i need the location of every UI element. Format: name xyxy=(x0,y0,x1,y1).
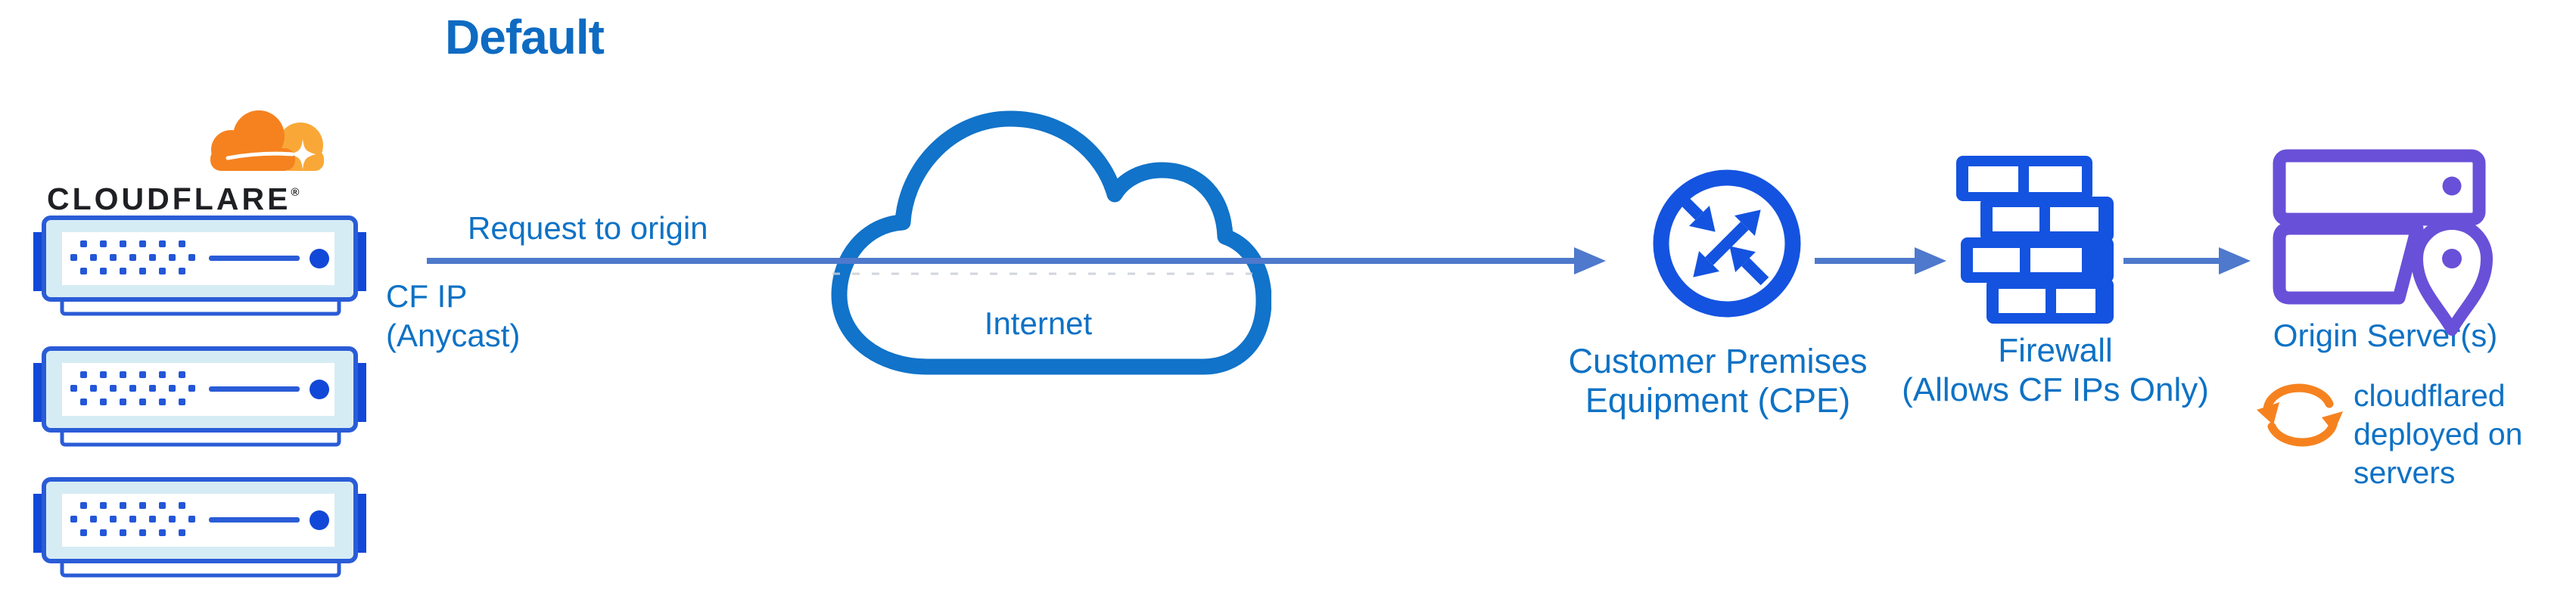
server-rack-icon xyxy=(33,477,366,579)
cloudflare-wordmark: CLOUDFLARE® xyxy=(47,181,365,217)
firewall-label-line2: (Allows CF IPs Only) xyxy=(1902,371,2209,408)
origin-servers-icon xyxy=(2270,145,2497,340)
server-rack-icon xyxy=(33,216,366,318)
cloudflare-wordmark-text: CLOUDFLARE xyxy=(47,181,291,216)
cloudflared-note-line2: deployed on xyxy=(2354,416,2523,451)
location-pin-icon xyxy=(2411,218,2493,336)
arrow-firewall-to-origin xyxy=(2123,247,2251,274)
cpe-router-icon xyxy=(1650,166,1804,321)
cf-ip-anycast-label: CF IP (Anycast) xyxy=(386,277,520,355)
internet-cloud-icon xyxy=(821,110,1271,382)
internet-label: Internet xyxy=(984,305,1093,341)
arrow-request-to-cpe xyxy=(427,247,1606,274)
arrow-cpe-to-firewall xyxy=(1815,247,1946,274)
cloudflared-note: cloudflared deployed on servers xyxy=(2354,377,2522,492)
firewall-label-line1: Firewall xyxy=(1998,332,2113,369)
firewall-label: Firewall (Allows CF IPs Only) xyxy=(1866,331,2245,410)
firewall-icon xyxy=(1956,156,2114,330)
page-title: Default xyxy=(445,10,605,64)
server-rack-icon xyxy=(33,346,366,448)
cloudflared-note-line1: cloudflared xyxy=(2354,378,2506,413)
cpe-label-line1: Customer Premises xyxy=(1568,342,1868,380)
cpe-label-line2: Equipment (CPE) xyxy=(1585,381,1851,420)
sync-icon xyxy=(2255,381,2346,451)
cpe-label: Customer Premises Equipment (CPE) xyxy=(1529,342,1907,420)
cf-ip-line2: (Anycast) xyxy=(386,318,521,354)
request-to-origin-label: Request to origin xyxy=(468,210,708,246)
cloudflare-logo-icon xyxy=(189,106,338,178)
cloudflared-note-line3: servers xyxy=(2354,454,2456,490)
cf-ip-line1: CF IP xyxy=(386,278,468,314)
registered-mark: ® xyxy=(291,186,300,199)
